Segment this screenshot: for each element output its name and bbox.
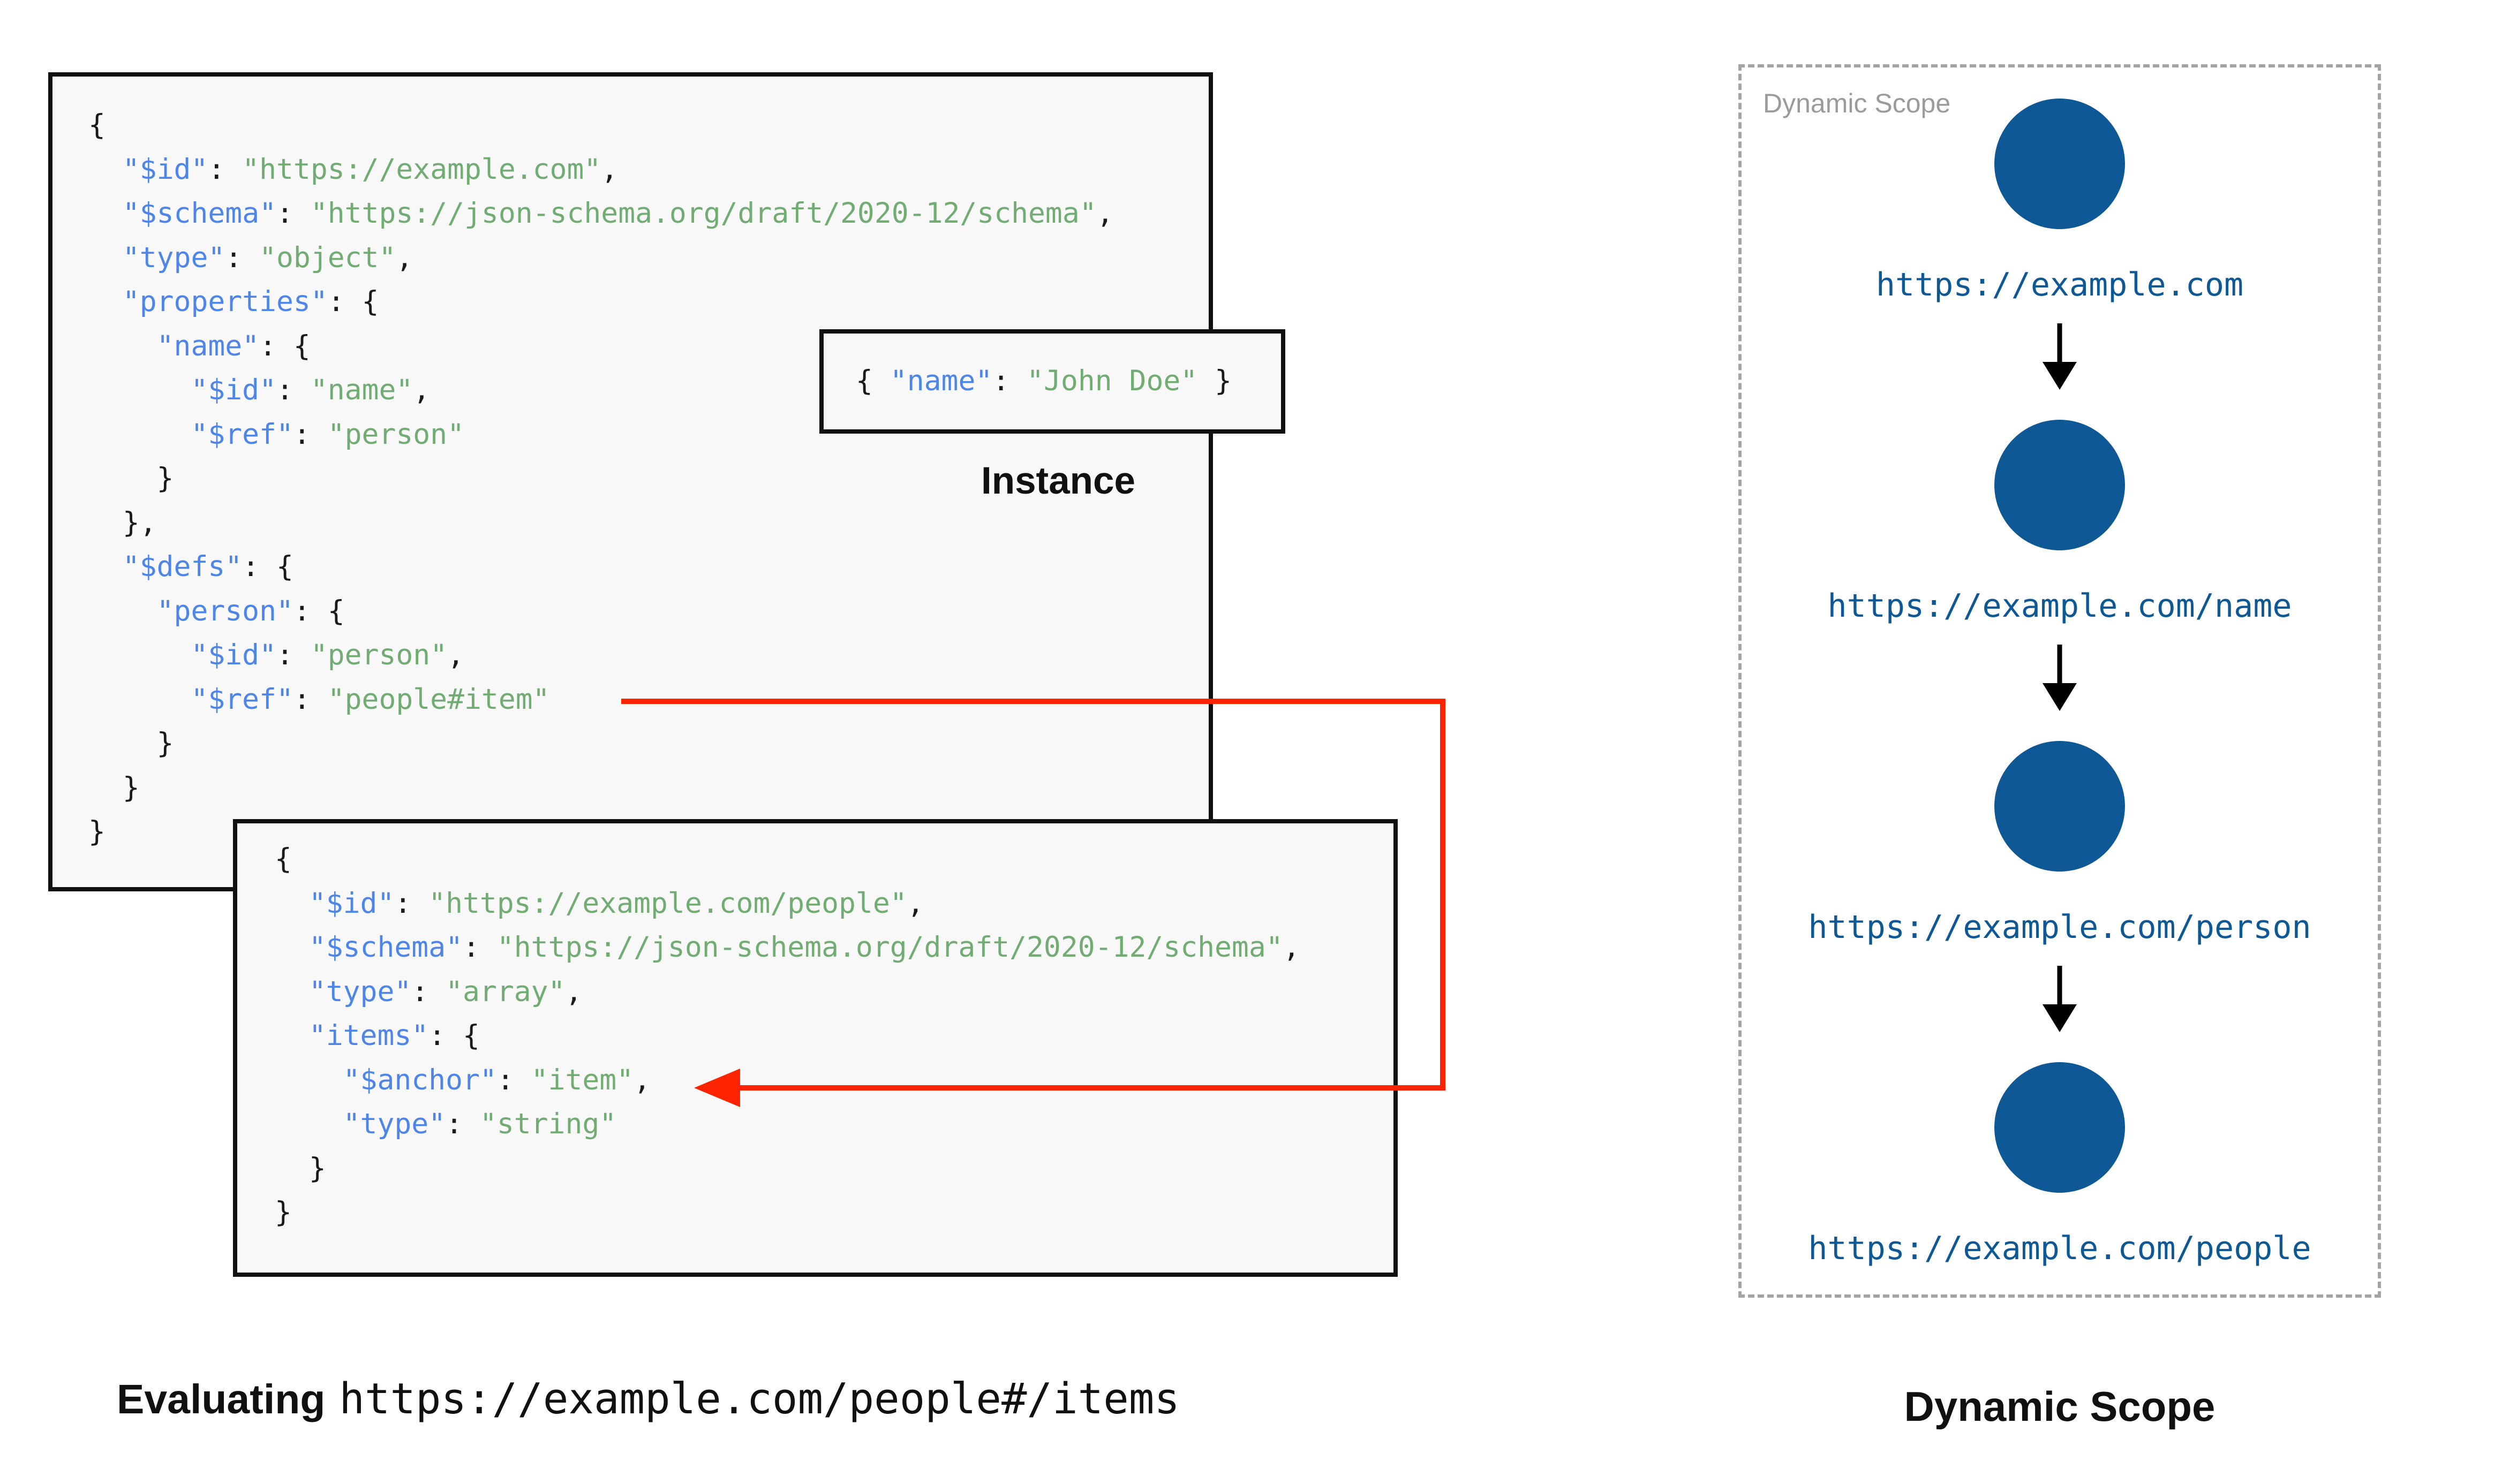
- scope-node-circle: [1994, 741, 2125, 872]
- scope-node-circle: [1994, 420, 2125, 550]
- instance-code: { "name": "John Doe" }: [856, 365, 1232, 398]
- scope-node-url: https://example.com: [1875, 266, 2244, 304]
- dynamic-scope-caption: Dynamic Scope: [1904, 1383, 2215, 1430]
- instance-label: Instance: [981, 460, 1136, 502]
- arrow-down-icon: [2043, 966, 2077, 1032]
- scope-node-url: https://example.com/people: [1808, 1230, 2311, 1267]
- arrow-down-icon: [2043, 323, 2077, 390]
- scope-node-url: https://example.com/name: [1827, 587, 2292, 625]
- scope-node-circle: [1994, 99, 2125, 229]
- arrow-down-icon: [2043, 645, 2077, 711]
- instance-box: { "name": "John Doe" }: [819, 329, 1285, 434]
- evaluating-caption-uri: https://example.com/people#/items: [339, 1374, 1180, 1424]
- evaluating-caption-bold: Evaluating: [117, 1376, 326, 1422]
- schema-people-code: { "$id": "https://example.com/people", "…: [275, 843, 1300, 1229]
- evaluating-caption: Evaluating https://example.com/people#/i…: [117, 1376, 1180, 1422]
- schema-root-code: { "$id": "https://example.com", "$schema…: [88, 109, 1114, 848]
- scope-node-url: https://example.com/person: [1808, 908, 2311, 946]
- dynamic-scope-panel-label: Dynamic Scope: [1763, 88, 1951, 118]
- dynamic-scope-panel: Dynamic Scope https://example.com https:…: [1738, 64, 2381, 1298]
- scope-node-circle: [1994, 1062, 2125, 1193]
- schema-people-box: { "$id": "https://example.com/people", "…: [233, 819, 1398, 1277]
